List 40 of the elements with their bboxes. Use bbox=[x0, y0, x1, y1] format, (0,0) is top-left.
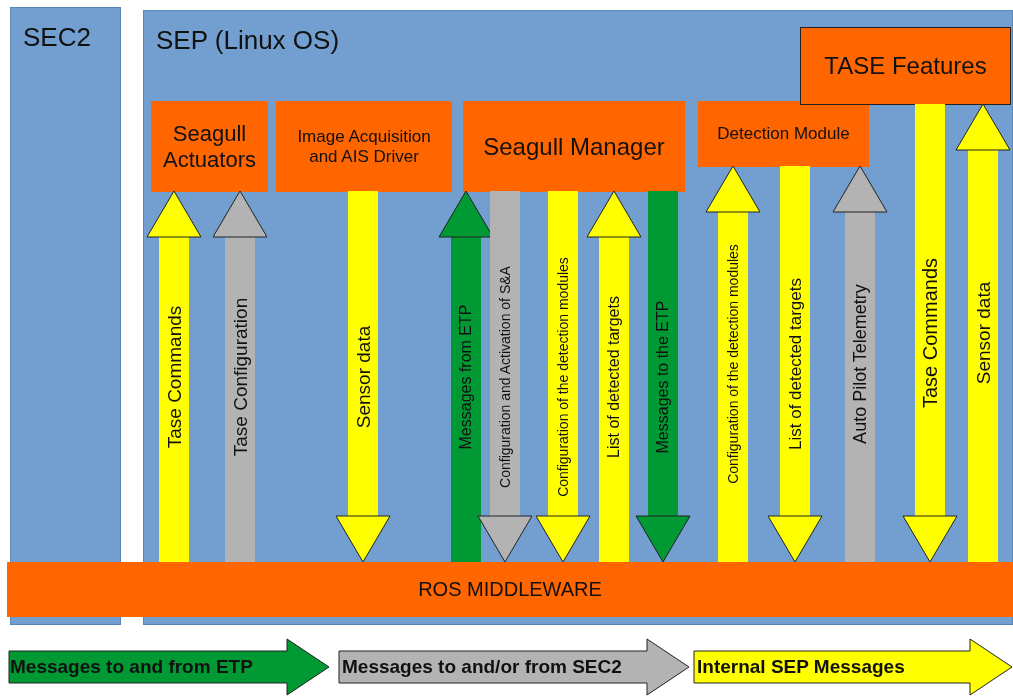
arrow bbox=[146, 190, 202, 562]
module-box bbox=[463, 101, 685, 192]
edge-label: Messages to the ETP bbox=[655, 300, 671, 453]
edge-label: Sensor data bbox=[353, 325, 373, 428]
edge-label: Tase Configuration bbox=[230, 297, 250, 456]
box-label: Seagull Actuators bbox=[162, 121, 257, 172]
arrow bbox=[335, 191, 391, 563]
middleware-bar bbox=[7, 562, 1013, 617]
edge-label: Configuration and Activation of S&A bbox=[498, 265, 512, 488]
edge-label: Configuration of the detection modules bbox=[726, 244, 740, 484]
edge-label: Auto Pilot Telemetry bbox=[851, 284, 869, 444]
box-label: ROS MIDDLEWARE bbox=[418, 578, 602, 601]
box-label: TASE Features bbox=[824, 52, 987, 80]
edge-label: List of detected targets bbox=[786, 278, 804, 450]
legend-text: Messages to and/or from SEC2 bbox=[342, 656, 622, 678]
box-label: Image Acquisition and AIS Driver bbox=[296, 126, 432, 167]
module-box bbox=[276, 101, 452, 192]
box-label: Seagull Manager bbox=[483, 132, 665, 161]
arrow bbox=[586, 190, 642, 562]
edge-label: Messages from ETP bbox=[458, 304, 474, 449]
panel-title: SEP (Linux OS) bbox=[156, 25, 340, 56]
side-panel bbox=[10, 7, 121, 625]
module-box bbox=[800, 27, 1011, 105]
arrow bbox=[955, 103, 1011, 562]
box-label: Detection Module bbox=[717, 124, 850, 144]
arrow bbox=[535, 191, 591, 563]
arrow bbox=[477, 191, 533, 563]
legend-text: Messages to and from ETP bbox=[10, 656, 253, 678]
edge-label: Tase Commands bbox=[920, 257, 940, 409]
module-box bbox=[698, 101, 869, 167]
edge-label: List of detected targets bbox=[606, 295, 622, 458]
panel-title: SEC2 bbox=[23, 22, 91, 53]
module-box bbox=[151, 101, 268, 192]
edge-label: Tase Commands bbox=[164, 305, 184, 448]
arrow bbox=[832, 165, 888, 562]
edge-label: Configuration of the detection modules bbox=[556, 256, 570, 497]
edge-label: Sensor data bbox=[973, 281, 993, 385]
arrow bbox=[767, 166, 823, 563]
legend-text: Internal SEP Messages bbox=[697, 656, 905, 678]
arrow bbox=[212, 190, 268, 562]
